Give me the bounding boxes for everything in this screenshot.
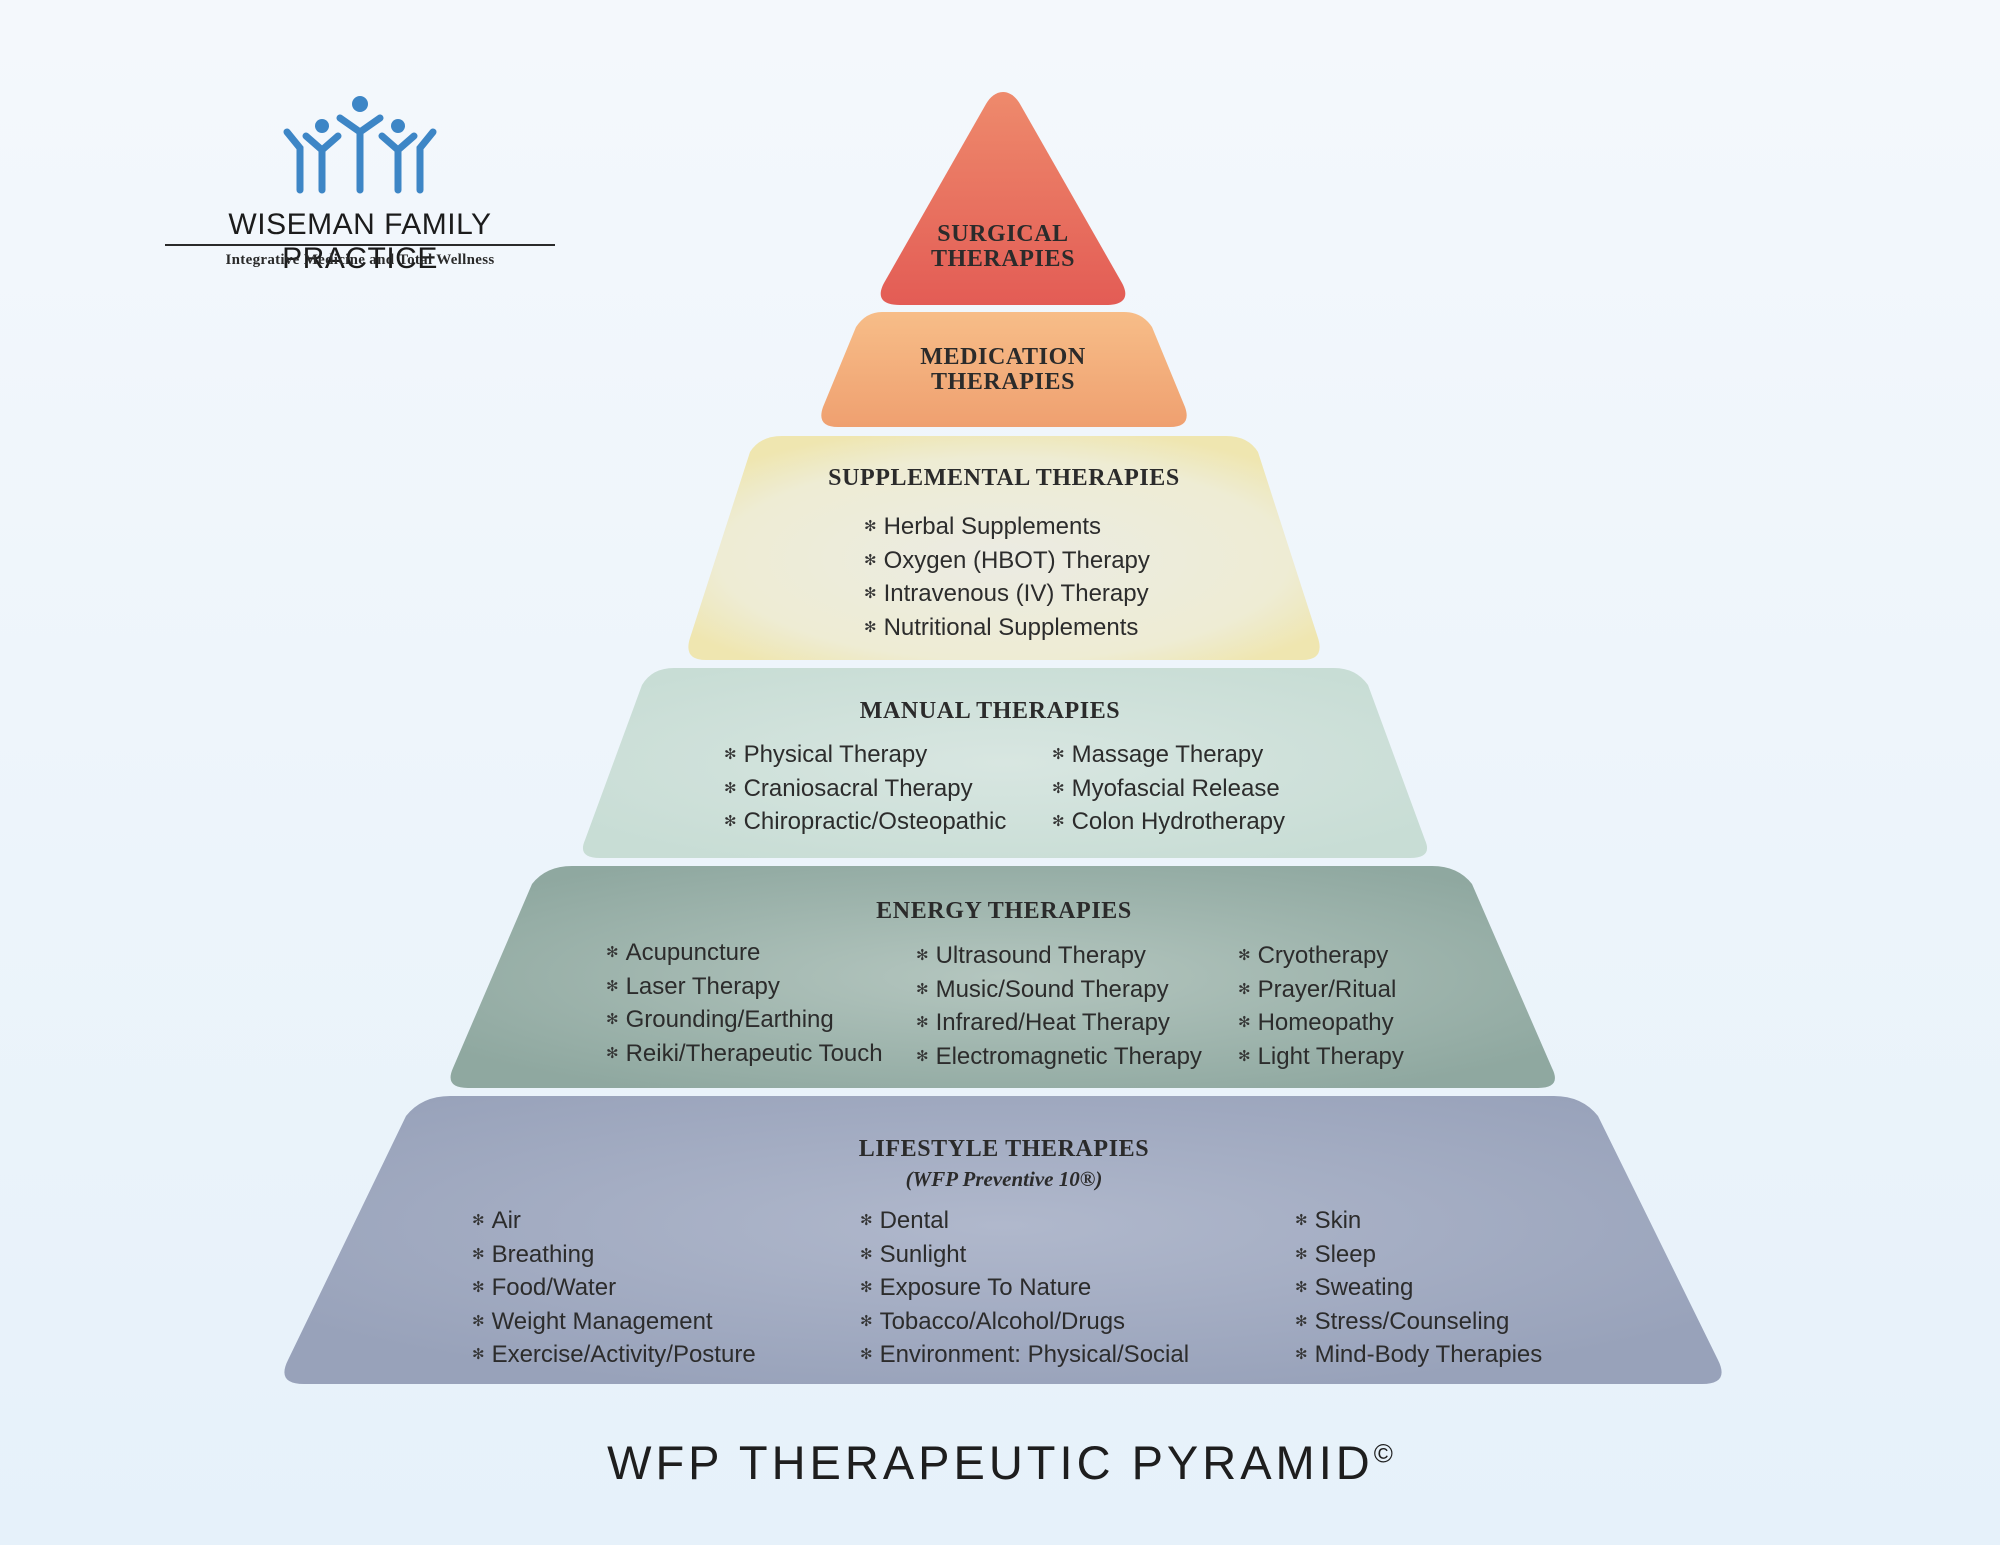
list-item: Mind-Body Therapies — [1295, 1340, 1543, 1374]
diagram-title-text: WFP THERAPEUTIC PYRAMID — [607, 1436, 1374, 1489]
list-item: Air — [472, 1206, 756, 1240]
tier-lifestyle-col1: Air Breathing Food/Water Weight Manageme… — [472, 1206, 756, 1374]
tier-surgical-shape — [880, 92, 1126, 305]
list-item: Light Therapy — [1238, 1042, 1404, 1076]
list-item: Physical Therapy — [724, 740, 1006, 774]
list-item: Cryotherapy — [1238, 941, 1404, 975]
list-item: Ultrasound Therapy — [916, 941, 1202, 975]
tier-supplemental-title: SUPPLEMENTAL THERAPIES — [828, 465, 1180, 491]
tier-lifestyle-title: LIFESTYLE THERAPIES — [858, 1136, 1150, 1162]
list-item: Oxygen (HBOT) Therapy — [864, 546, 1150, 580]
tier-energy-col2: Ultrasound Therapy Music/Sound Therapy I… — [916, 941, 1202, 1075]
list-item: Massage Therapy — [1052, 740, 1285, 774]
list-item: Infrared/Heat Therapy — [916, 1008, 1202, 1042]
list-item: Tobacco/Alcohol/Drugs — [860, 1307, 1189, 1341]
tier-lifestyle-col2: Dental Sunlight Exposure To Nature Tobac… — [860, 1206, 1189, 1374]
logo-name: WISEMAN FAMILY PRACTICE — [228, 208, 492, 275]
list-item: Environment: Physical/Social — [860, 1340, 1189, 1374]
tier-surgical-title: SURGICAL THERAPIES — [880, 221, 1126, 273]
tier-manual-title: MANUAL THERAPIES — [859, 698, 1121, 724]
list-item: Food/Water — [472, 1273, 756, 1307]
list-item: Intravenous (IV) Therapy — [864, 579, 1150, 613]
tier-supplemental-list: Herbal Supplements Oxygen (HBOT) Therapy… — [864, 512, 1150, 646]
family-figures-icon — [283, 96, 437, 194]
list-item: Music/Sound Therapy — [916, 975, 1202, 1009]
list-item: Sleep — [1295, 1240, 1542, 1274]
tier-lifestyle-col3: Skin Sleep Sweating Stress/Counseling Mi… — [1295, 1206, 1543, 1374]
list-item: Stress/Counseling — [1295, 1307, 1542, 1341]
list-item: Laser Therapy — [606, 972, 883, 1006]
list-item: Colon Hydrotherapy — [1052, 807, 1285, 841]
list-item: Chiropractic/Osteopathic — [724, 807, 1007, 841]
tier-energy-col1: Acupuncture Laser Therapy Grounding/Eart… — [606, 938, 883, 1072]
tier-surgical-title-line2: THERAPIES — [930, 246, 1076, 273]
tier-medication-title-line1: MEDICATION — [920, 344, 1086, 370]
tier-lifestyle-subtitle: (WFP Preventive 10®) — [905, 1167, 1103, 1191]
list-item: Breathing — [472, 1240, 756, 1274]
tier-medication-title-line2: THERAPIES — [930, 369, 1076, 396]
list-item: Exercise/Activity/Posture — [472, 1340, 756, 1374]
list-item: Acupuncture — [606, 938, 883, 972]
tier-medication-title: MEDICATION THERAPIES — [840, 344, 1166, 396]
list-item: Grounding/Earthing — [606, 1005, 883, 1039]
logo-divider — [165, 244, 555, 246]
list-item: Reiki/Therapeutic Touch — [606, 1039, 883, 1073]
list-item: Herbal Supplements — [864, 512, 1150, 546]
list-item: Weight Management — [472, 1307, 756, 1341]
list-item: Prayer/Ritual — [1238, 975, 1404, 1009]
list-item: Homeopathy — [1238, 1008, 1404, 1042]
list-item: Exposure To Nature — [860, 1273, 1189, 1307]
tier-energy-col3: Cryotherapy Prayer/Ritual Homeopathy Lig… — [1238, 941, 1404, 1075]
list-item: Nutritional Supplements — [864, 613, 1150, 647]
list-item: Dental — [860, 1206, 1189, 1240]
list-item: Skin — [1295, 1206, 1542, 1240]
diagram-title: WFP THERAPEUTIC PYRAMID© — [0, 1435, 2000, 1490]
logo-tagline: Integrative Medicine and Total Wellness — [225, 252, 495, 268]
list-item: Myofascial Release — [1052, 774, 1285, 808]
tier-surgical-title-line1: SURGICAL — [937, 221, 1069, 247]
list-item: Electromagnetic Therapy — [916, 1042, 1202, 1076]
tier-manual-col2: Massage Therapy Myofascial Release Colon… — [1052, 740, 1285, 841]
tier-medication-shape — [821, 312, 1187, 427]
list-item: Sunlight — [860, 1240, 1189, 1274]
list-item: Craniosacral Therapy — [724, 774, 1006, 808]
tier-manual-col1: Physical Therapy Craniosacral Therapy Ch… — [724, 740, 1007, 841]
list-item: Sweating — [1295, 1273, 1542, 1307]
tier-energy-title: ENERGY THERAPIES — [876, 898, 1132, 924]
copyright-mark: © — [1373, 1438, 1393, 1469]
